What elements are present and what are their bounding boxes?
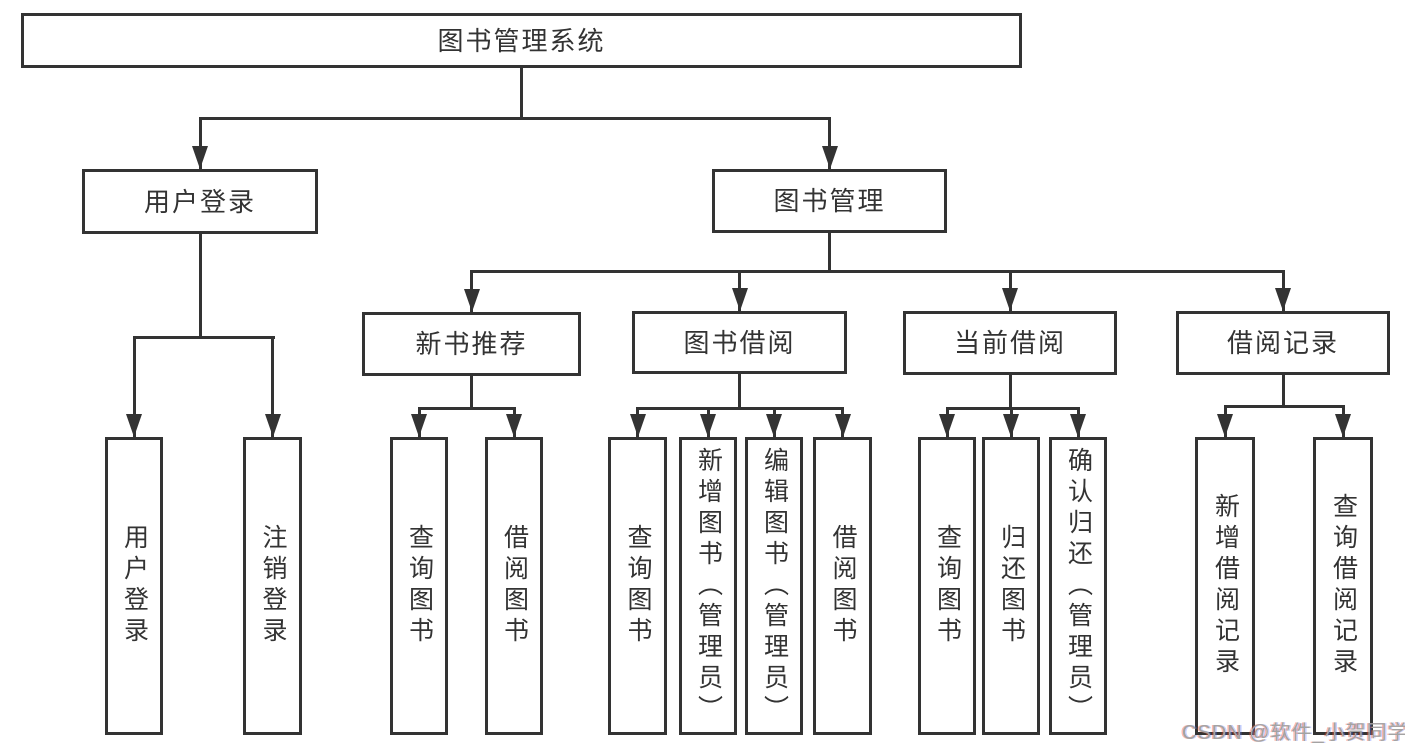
arrowhead-down-icon [411,414,427,437]
connector-line [470,270,1285,273]
connector-line [198,119,202,169]
arrowhead-down-icon [1003,414,1019,437]
node-label: 新书推荐 [415,329,528,359]
connector-line [132,338,136,437]
node-borrowing-records: 借阅记录 [1176,311,1390,375]
connector-line [520,68,523,119]
arrowhead-down-icon [731,288,748,311]
node-label: 当前借阅 [953,328,1066,358]
connector-line [470,376,473,408]
arrowhead-down-icon [939,414,955,437]
connector-line [828,233,831,272]
connector-line [1223,405,1345,408]
arrowhead-down-icon [700,414,716,437]
connector-line [738,374,741,408]
arrowhead-down-icon [264,414,281,437]
node-user-login: 用户登录 [82,169,318,234]
connector-line [945,407,1080,410]
node-borrow-books-recommend: 借阅图书 [485,437,543,735]
node-label: 图书管理系统 [437,25,606,56]
node-label: 图书管理 [773,186,886,216]
node-label: 编辑图书（管理员） [760,446,789,726]
connector-line [198,117,831,120]
csdn-watermark: CSDN @软件_小贺同学 [1182,722,1405,744]
node-query-books-recommend: 查询图书 [390,437,448,735]
node-add-books-admin: 新增图书（管理员） [679,437,737,735]
node-label: 借阅记录 [1226,328,1339,358]
node-label: 用户登录 [143,186,256,217]
node-label: 查询图书 [933,524,962,648]
arrowhead-down-icon [1275,288,1291,311]
node-library-management-system: 图书管理系统 [21,13,1022,68]
connector-line [1008,375,1012,408]
node-edit-books-admin: 编辑图书（管理员） [745,437,803,735]
arrowhead-down-icon [1217,414,1233,437]
node-book-management: 图书管理 [712,169,947,233]
node-book-borrowing: 图书借阅 [632,311,847,374]
arrowhead-down-icon [1002,288,1018,311]
node-borrow-books-action: 借阅图书 [813,437,872,735]
node-current-borrowing: 当前借阅 [903,311,1117,375]
node-label: 借阅图书 [829,524,857,648]
connector-line [271,338,274,437]
node-add-borrow-record: 新增借阅记录 [1195,437,1255,735]
arrowhead-down-icon [821,146,838,169]
connector-line [417,407,516,410]
arrowhead-down-icon [126,414,142,437]
node-return-books: 归还图书 [982,437,1040,735]
node-new-book-recommend: 新书推荐 [362,312,581,376]
node-label: 查询图书 [405,524,434,648]
connector-line [828,119,831,169]
node-label: 图书借阅 [683,327,796,358]
arrowhead-down-icon [1335,414,1351,437]
node-user-login-action: 用户登录 [105,437,163,735]
node-label: 新增借阅记录 [1211,493,1240,679]
arrowhead-down-icon [506,414,522,437]
connector-line [198,234,202,338]
arrowhead-down-icon [1070,414,1086,437]
node-label: 用户登录 [120,524,149,648]
node-query-books-borrowing: 查询图书 [608,437,667,735]
arrowhead-down-icon [463,289,480,312]
node-confirm-return-admin: 确认归还（管理员） [1049,437,1107,735]
node-label: 借阅图书 [500,524,529,648]
node-label: 确认归还（管理员） [1064,446,1093,726]
node-label: 新增图书（管理员） [694,446,723,726]
connector-line [1281,375,1285,406]
arrowhead-down-icon [629,414,646,437]
arrowhead-down-icon [192,146,208,169]
arrowhead-down-icon [834,414,851,437]
node-logout-action: 注销登录 [243,437,302,735]
connector-line [636,407,844,410]
arrowhead-down-icon [766,414,782,437]
connector-line [132,336,275,339]
node-label: 查询图书 [624,524,652,648]
node-query-books-current: 查询图书 [918,437,976,735]
node-label: 注销登录 [259,524,287,648]
node-label: 查询借阅记录 [1329,493,1358,679]
node-label: 归还图书 [997,524,1026,648]
node-query-borrow-record: 查询借阅记录 [1313,437,1373,735]
